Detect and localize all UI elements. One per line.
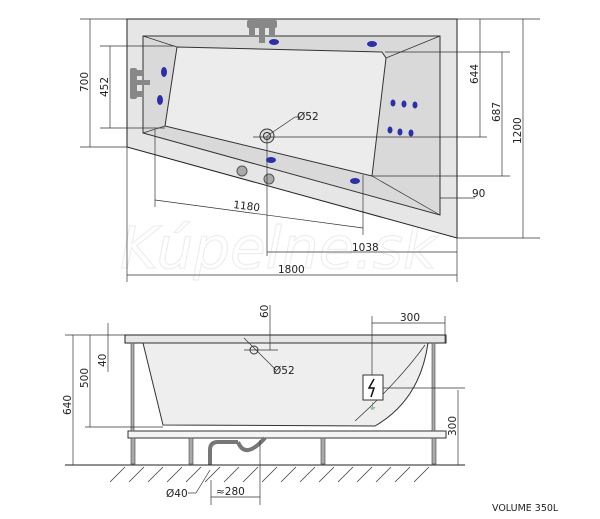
watermark: Kúpelne.sk [120,214,439,282]
dim-1038: 1038 [352,242,379,254]
dim-90: 90 [472,188,485,200]
dim-700: 700 [79,72,91,92]
overflow-icon [243,337,278,371]
dim-644: 644 [469,64,481,84]
volume-label: VOLUME 350L [492,503,559,514]
dim-452: 452 [99,77,111,97]
faucet-side [130,68,150,99]
dim-60: 60 [259,305,271,318]
control-button [263,173,275,185]
floor-hatching [109,466,430,483]
waste-diameter-label: Ø40 [166,488,188,500]
dim-40: 40 [97,354,109,367]
dim-500: 500 [79,368,91,388]
faucet-top [247,20,277,43]
tub-body-side [142,342,429,427]
jets [157,39,418,184]
dim-640: 640 [62,395,74,415]
dim-1200: 1200 [512,117,524,144]
electric-box: ⏚ [362,374,384,413]
lightning-icon [367,378,376,398]
overflow-diameter-label: Ø52 [273,365,295,377]
dim-280: ≈280 [216,486,245,498]
frame-legs [130,342,437,465]
side-view: Ø52 ⏚ 640 500 40 60 300 300 Ø40 ≈280 [62,305,465,505]
ground-icon: ⏚ [368,402,377,413]
waste-pipe [208,436,267,465]
dim-1180: 1180 [233,199,261,214]
frame [127,430,447,439]
drain-diameter-label: Ø52 [297,111,319,123]
dim-687: 687 [491,102,503,122]
tub-basin [164,46,387,177]
dim-300-top: 300 [400,312,420,324]
control-button [236,165,248,177]
dim-300-right: 300 [447,416,459,436]
top-view: Ø52 700 452 644 687 1200 90 1180 1038 18… [79,18,540,282]
tub-rim-side [124,334,447,344]
dim-1800: 1800 [278,264,305,276]
